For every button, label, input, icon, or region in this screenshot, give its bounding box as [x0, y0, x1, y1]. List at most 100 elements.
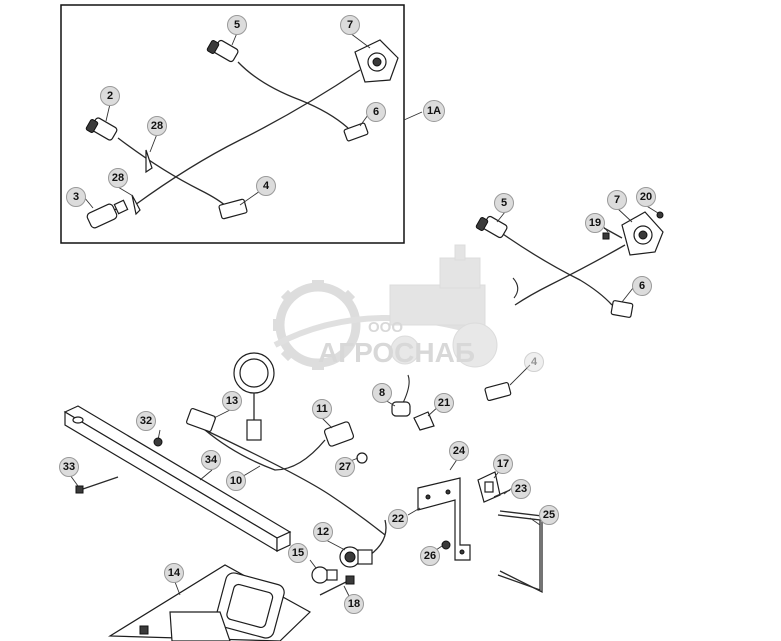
svg-text:26: 26 [424, 550, 436, 562]
callout-28b: 28 [108, 168, 128, 188]
callout-32: 32 [136, 411, 156, 431]
callout-2: 2 [100, 86, 120, 106]
callout-26: 26 [420, 546, 440, 566]
nut-32 [153, 437, 163, 447]
callout-5: 5 [227, 15, 247, 35]
callout-23: 23 [511, 479, 531, 499]
callout-7b: 7 [607, 190, 627, 210]
callout-1a: 1A [423, 100, 445, 122]
svg-text:32: 32 [140, 415, 152, 427]
callout-10: 10 [226, 471, 246, 491]
svg-text:15: 15 [292, 547, 304, 559]
socket-7-right [621, 211, 664, 256]
socket-12 [339, 546, 373, 568]
svg-text:3: 3 [73, 191, 79, 203]
connector-5-right [475, 215, 508, 239]
callout-5b: 5 [494, 193, 514, 213]
clip-21 [413, 411, 435, 431]
lamp-14 [107, 564, 312, 641]
connector-3-top [86, 199, 129, 229]
combine-harvester-icon [389, 244, 498, 368]
callout-34: 34 [201, 450, 221, 470]
callout-12: 12 [313, 522, 333, 542]
svg-text:6: 6 [373, 106, 379, 118]
callout-4b: 4 [524, 352, 544, 372]
svg-text:33: 33 [63, 461, 75, 473]
gear-icon [273, 280, 361, 370]
bracket-24 [417, 477, 471, 561]
connector-13 [186, 407, 216, 433]
callout-18: 18 [344, 594, 364, 614]
svg-text:1A: 1A [427, 105, 441, 117]
harness-lower-wires [204, 429, 387, 556]
connector-2-top [85, 117, 118, 141]
callout-7: 7 [340, 15, 360, 35]
callout-13: 13 [222, 391, 242, 411]
callout-19: 19 [585, 213, 605, 233]
nut-26 [441, 540, 451, 550]
connector-8 [391, 374, 411, 417]
callout-20: 20 [636, 187, 656, 207]
svg-text:13: 13 [226, 395, 238, 407]
svg-text:22: 22 [392, 513, 404, 525]
svg-text:19: 19 [589, 217, 601, 229]
svg-text:4: 4 [263, 180, 270, 192]
callout-11: 11 [312, 399, 332, 419]
u-bolt-25 [497, 510, 543, 594]
svg-text:5: 5 [234, 19, 240, 31]
svg-text:4: 4 [531, 356, 538, 368]
svg-text:2: 2 [107, 90, 113, 102]
svg-text:7: 7 [614, 194, 620, 206]
connector-4-top [218, 198, 248, 220]
callout-28: 28 [147, 116, 167, 136]
wire-bend [512, 277, 519, 299]
svg-text:25: 25 [543, 509, 555, 521]
svg-text:8: 8 [379, 387, 385, 399]
svg-text:23: 23 [515, 483, 527, 495]
svg-text:7: 7 [347, 19, 353, 31]
bolt-33 [75, 476, 119, 494]
callout-14: 14 [164, 563, 184, 583]
svg-text:6: 6 [639, 280, 645, 292]
callout-8: 8 [372, 383, 392, 403]
work-lamp [233, 352, 275, 441]
callout-33: 33 [59, 457, 79, 477]
svg-text:28: 28 [151, 120, 163, 132]
svg-text:14: 14 [168, 567, 181, 579]
tie-27 [356, 452, 368, 464]
svg-text:18: 18 [348, 598, 360, 610]
callout-4: 4 [256, 176, 276, 196]
mounting-bar-34 [63, 405, 292, 553]
svg-text:20: 20 [640, 191, 652, 203]
callout-6b: 6 [632, 276, 652, 296]
assembly-1a-frame [60, 4, 405, 244]
callout-15: 15 [288, 543, 308, 563]
switch-17 [477, 471, 501, 503]
harness-right-wires [499, 231, 626, 306]
callout-22: 22 [388, 509, 408, 529]
svg-text:17: 17 [497, 458, 509, 470]
svg-text:24: 24 [453, 445, 466, 457]
bulb-15 [311, 566, 338, 584]
svg-text:10: 10 [230, 475, 242, 487]
svg-text:27: 27 [339, 461, 351, 473]
watermark-logo: ООО АГРОСНАБ [273, 244, 498, 370]
svg-text:28: 28 [112, 172, 124, 184]
svg-text:12: 12 [317, 526, 329, 538]
callout-24: 24 [449, 441, 469, 461]
callout-6: 6 [366, 102, 386, 122]
watermark-name: АГРОСНАБ [318, 337, 475, 368]
socket-7-top [354, 39, 399, 83]
svg-text:11: 11 [316, 403, 328, 415]
svg-text:21: 21 [438, 397, 450, 409]
bolt-18 [319, 575, 355, 596]
connector-5-top [206, 39, 239, 63]
nut-20 [656, 211, 664, 219]
connector-4-mid [484, 364, 531, 402]
callout-3: 3 [66, 187, 86, 207]
watermark-prefix: ООО [368, 319, 403, 336]
connector-6-top [343, 122, 369, 142]
callout-21: 21 [434, 393, 454, 413]
callout-25: 25 [539, 505, 559, 525]
